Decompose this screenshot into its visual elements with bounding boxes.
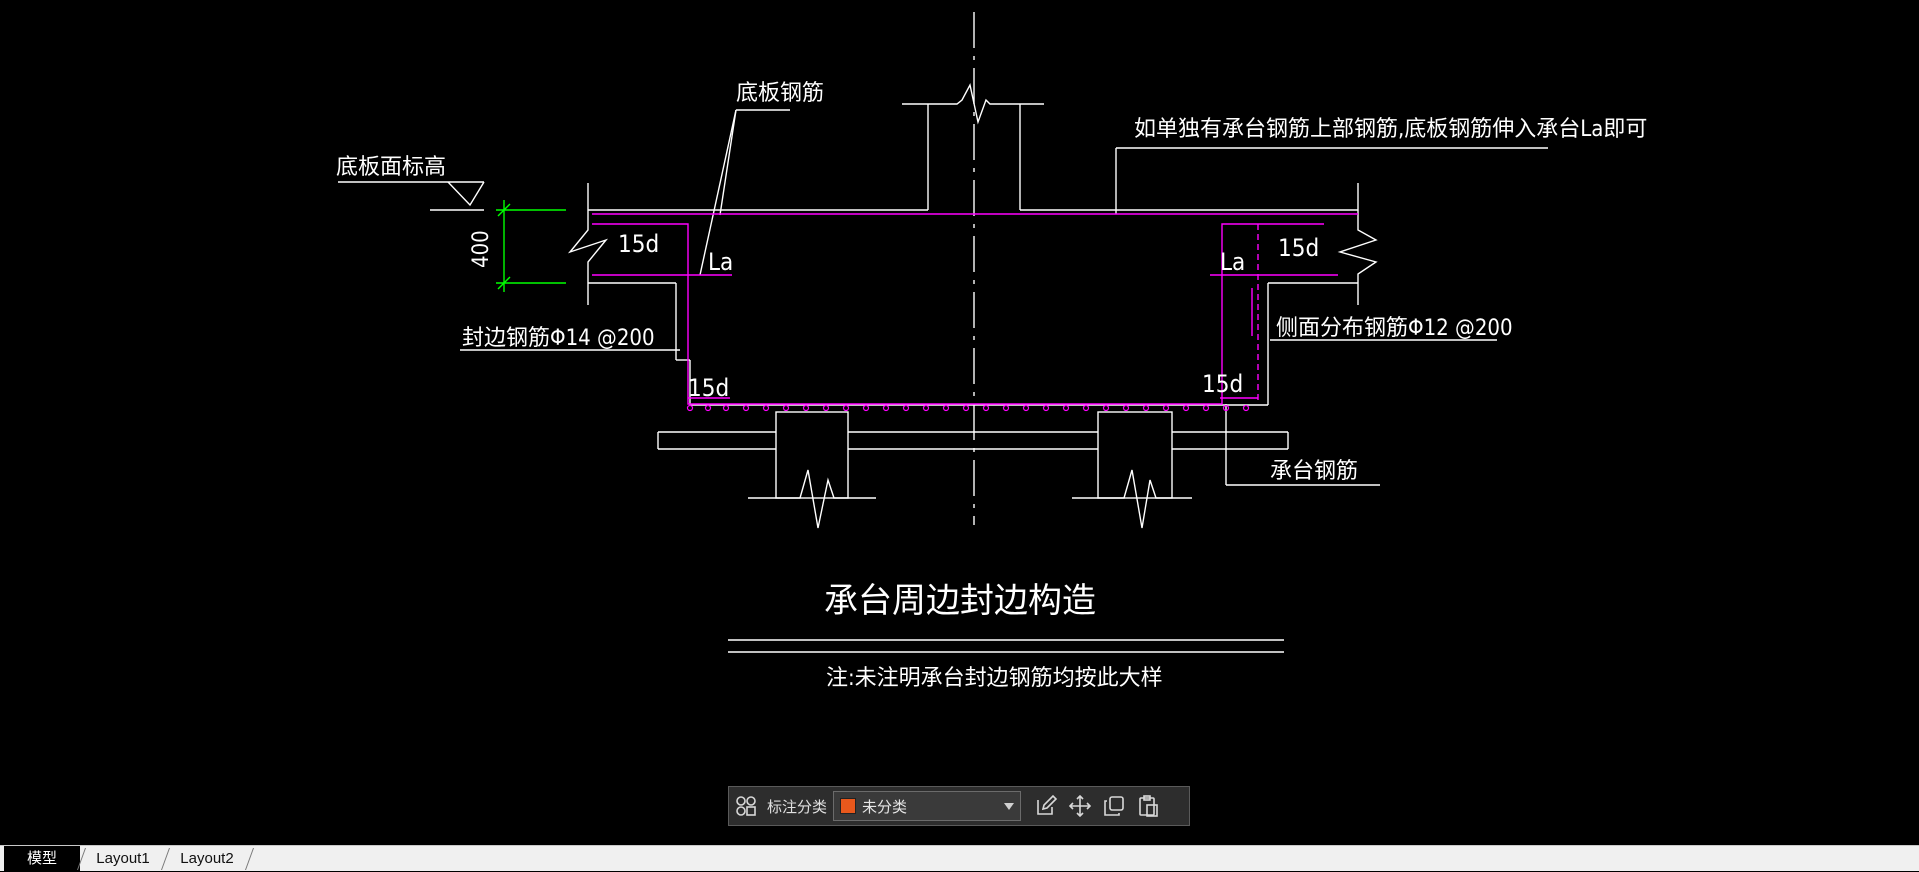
top-note-label: 如单独有承台钢筋上部钢筋,底板钢筋伸入承台La即可 [1134, 117, 1647, 142]
side-rebar-label: 侧面分布钢筋Φ12 @200 [1276, 316, 1513, 341]
column-break-line [902, 82, 1044, 125]
slab-rebar-label: 底板钢筋 [736, 81, 824, 106]
copy-icon [1104, 796, 1124, 816]
drawing-canvas[interactable]: 底板面标高 底板钢筋 如单独有承台钢筋上部钢筋,底板钢筋伸入承台La即可 400… [0, 0, 1919, 845]
length-15d-top-right: 15d [1278, 234, 1319, 262]
category-color-swatch [840, 798, 857, 814]
category-selected-value: 未分类 [862, 797, 908, 816]
edge-rebar-label: 封边钢筋Φ14 @200 [462, 326, 655, 351]
length-la-right: La [1220, 248, 1245, 276]
length-15d-top-left: 15d [618, 230, 659, 258]
left-break-line [567, 183, 609, 305]
annotation-grid-button[interactable] [729, 789, 763, 823]
annotation-category-label: 标注分类 [767, 797, 828, 816]
move-annotation-button[interactable] [1063, 789, 1097, 823]
rebar-dots [686, 404, 1250, 412]
paste-annotation-button[interactable] [1131, 789, 1165, 823]
bottom-note: 注:未注明承台封边钢筋均按此大样 [826, 666, 1163, 691]
tab-model[interactable]: 模型 [4, 846, 80, 872]
rebar-lines [592, 213, 1358, 405]
move-icon [1068, 794, 1092, 818]
length-15d-bottom-left: 15d [688, 374, 729, 402]
slab-level-label: 底板面标高 [336, 155, 446, 180]
length-15d-bottom-right: 15d [1202, 370, 1243, 398]
copy-annotation-button[interactable] [1097, 789, 1131, 823]
paste-icon [1139, 795, 1158, 817]
drawing-title: 承台周边封边构造 [824, 581, 1096, 621]
layout-tab-bar: 模型 Layout1 Layout2 [0, 845, 1919, 872]
length-la-left: La [708, 248, 733, 276]
cad-drawing: 底板面标高 底板钢筋 如单独有承台钢筋上部钢筋,底板钢筋伸入承台La即可 400… [336, 12, 1647, 691]
chevron-down-icon [1004, 802, 1015, 810]
dimension-400-label: 400 [469, 230, 494, 268]
tab-layout2[interactable]: Layout2 [180, 850, 234, 867]
category-dropdown[interactable]: 未分类 [833, 791, 1022, 821]
edit-icon [1037, 794, 1058, 815]
cap-rebar-label: 承台钢筋 [1270, 459, 1358, 484]
tab-layout1[interactable]: Layout1 [96, 850, 150, 867]
dimension-400 [496, 200, 566, 292]
grid-icon [736, 796, 756, 816]
edit-annotation-button[interactable] [1029, 789, 1063, 823]
annotation-toolbar: 标注分类 未分类 [728, 786, 1190, 826]
right-break-line [1337, 183, 1378, 305]
